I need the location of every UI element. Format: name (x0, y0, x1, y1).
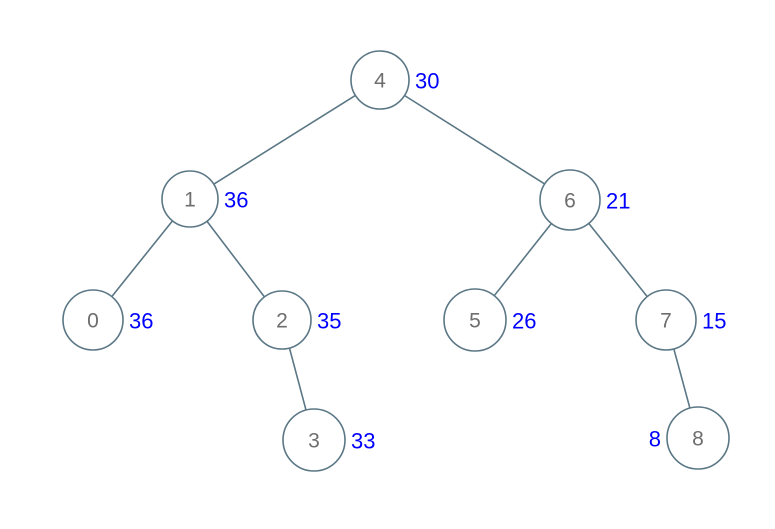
node-value-label-3: 33 (351, 429, 375, 454)
node-index-text-1: 1 (184, 189, 196, 212)
node-value-label-0: 36 (129, 309, 153, 334)
tree-node-6[interactable]: 6 21 (539, 169, 630, 231)
edges-group (110, 94, 691, 411)
node-value-label-5: 26 (512, 309, 536, 334)
tree-edge-1-2 (206, 220, 266, 298)
node-index-text-2: 2 (276, 310, 288, 333)
node-value-label-6: 21 (606, 189, 630, 214)
tree-edge-7-8 (673, 348, 691, 409)
node-circle-6[interactable] (539, 169, 601, 231)
tree-node-2[interactable]: 2 35 (252, 290, 341, 350)
node-circle-1[interactable] (161, 170, 219, 228)
tree-node-5[interactable]: 5 26 (443, 288, 536, 352)
node-index-text-8: 8 (692, 428, 704, 451)
node-circle-3[interactable] (282, 408, 346, 472)
node-circle-4[interactable] (350, 50, 410, 110)
tree-edge-4-6 (403, 94, 546, 185)
tree-node-7[interactable]: 7 15 (635, 289, 726, 351)
tree-node-4[interactable]: 4 30 (350, 50, 439, 110)
tree-node-1[interactable]: 1 36 (161, 170, 248, 228)
node-index-text-7: 7 (660, 310, 672, 333)
node-circle-8[interactable] (666, 406, 730, 470)
node-value-label-4: 30 (415, 69, 439, 94)
node-index-text-4: 4 (374, 70, 386, 93)
tree-edge-2-3 (288, 347, 307, 411)
node-value-label-2: 35 (317, 309, 341, 334)
node-circle-5[interactable] (443, 288, 507, 352)
node-value-label-1: 36 (224, 188, 248, 213)
node-index-text-3: 3 (308, 430, 320, 453)
node-value-label-8: 8 (649, 427, 661, 452)
tree-edge-4-1 (212, 94, 357, 185)
node-circle-2[interactable] (252, 290, 312, 350)
tree-edge-6-7 (587, 222, 649, 298)
tree-node-8[interactable]: 88 (649, 406, 730, 470)
node-value-label-7: 15 (702, 309, 726, 334)
node-circle-7[interactable] (635, 289, 697, 351)
node-index-text-5: 5 (469, 310, 481, 333)
node-index-text-0: 0 (87, 310, 99, 333)
tree-edge-1-0 (110, 220, 174, 298)
node-index-text-6: 6 (564, 190, 576, 213)
tree-node-0[interactable]: 0 36 (62, 289, 153, 351)
tree-edge-6-5 (493, 222, 553, 297)
node-circle-0[interactable] (62, 289, 124, 351)
